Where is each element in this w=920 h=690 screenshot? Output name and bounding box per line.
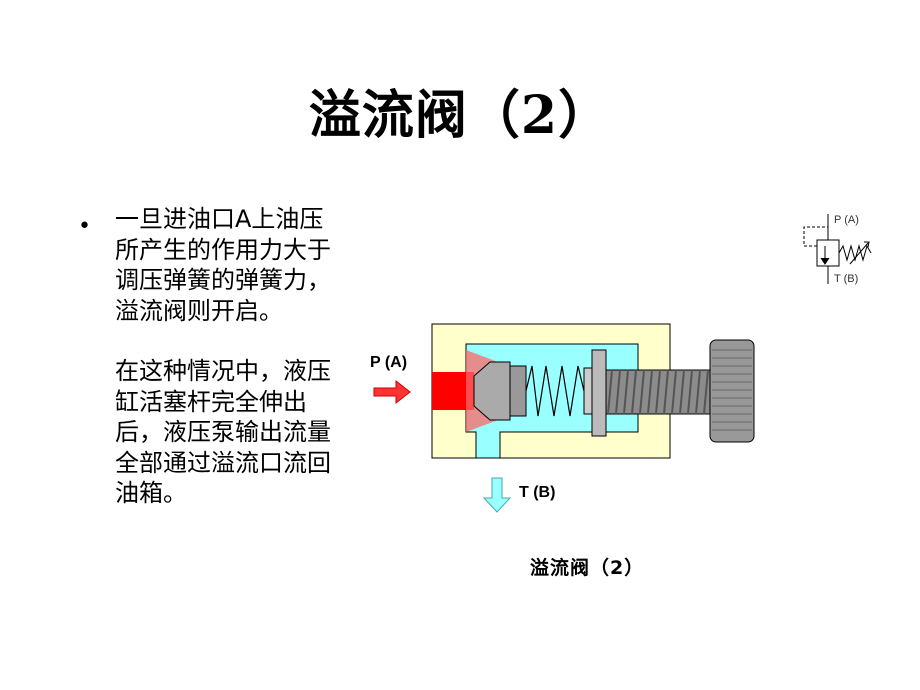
symbol-top-port-label: P (A) [834, 214, 859, 226]
guide-plate [591, 349, 607, 437]
paragraph-overflow-return: 在这种情况中，液压缸活塞杆完全伸出后，液压泵输出流量全部通过溢流口流回油箱。 [115, 357, 331, 507]
inlet-port-label: P (A) [370, 354, 408, 371]
outlet-port-label: T (B) [519, 484, 556, 501]
slide-title: 溢流阀（2） [308, 85, 612, 146]
poppet-cone [473, 361, 511, 421]
outlet-arrow-icon [482, 477, 512, 513]
screw-thread [607, 369, 709, 415]
bullet-marker: • [78, 214, 91, 239]
symbol-bottom-port-label: T (B) [834, 273, 859, 285]
diagram-caption: 溢流阀（2） [530, 557, 645, 579]
spring-seat [583, 367, 593, 415]
bullet-text: 一旦进油口A上油压所产生的作用力大于调压弹簧的弹簧力，溢流阀则开启。 在这种情况… [115, 204, 337, 509]
relief-valve-symbol [803, 214, 872, 284]
poppet-stem [509, 365, 527, 417]
adjusting-knob [709, 339, 755, 443]
paragraph-opening-condition: 一旦进油口A上油压所产生的作用力大于调压弹簧的弹簧力，溢流阀则开启。 [115, 205, 331, 325]
inlet-arrow-icon [373, 379, 411, 405]
spring [525, 365, 585, 417]
knob-knurling [712, 349, 752, 431]
